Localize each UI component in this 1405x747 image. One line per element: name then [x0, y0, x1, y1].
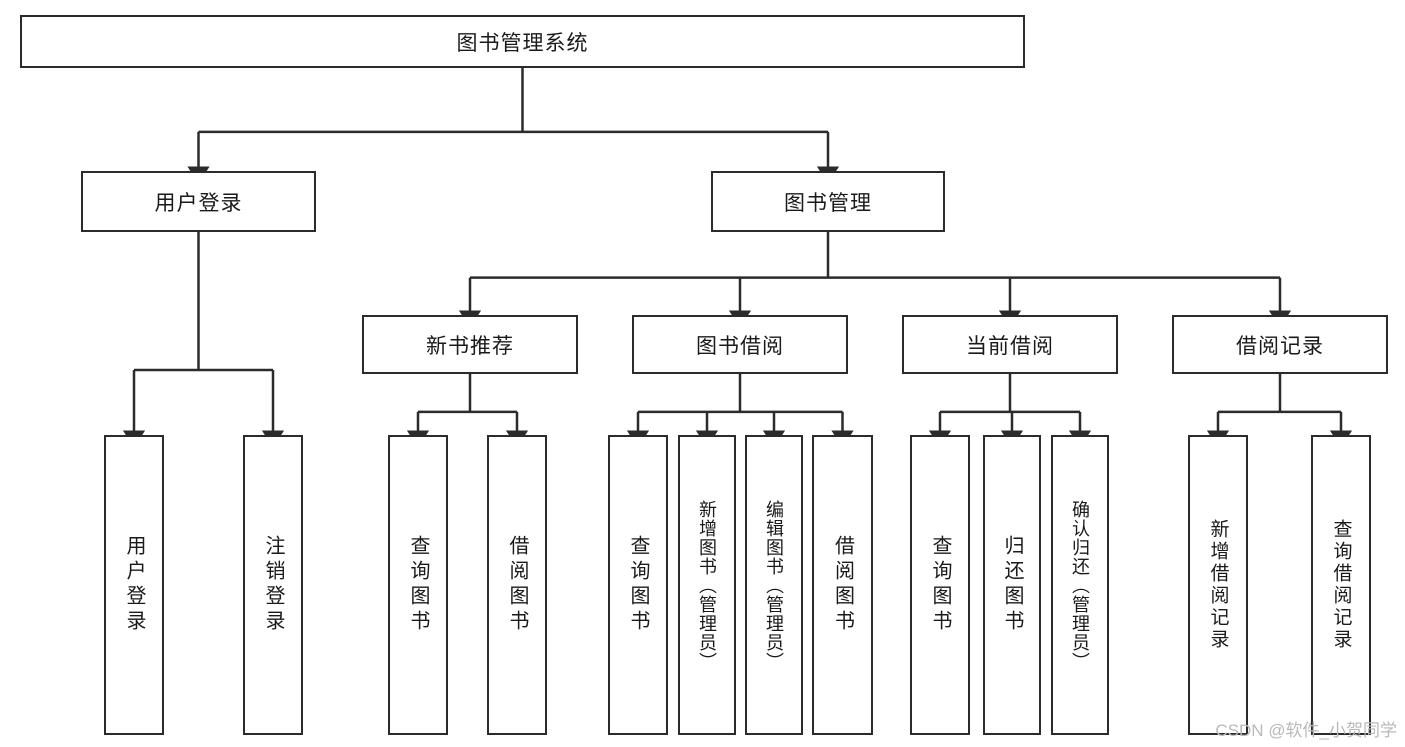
node-new-book-recommend[interactable]: 新书推荐 — [362, 315, 578, 374]
node-book-management[interactable]: 图书管理 — [711, 171, 945, 232]
leaf-query-book-current[interactable]: 查询图书 — [910, 435, 970, 735]
leaf-query-borrow-record[interactable]: 查询借阅记录 — [1311, 435, 1371, 735]
leaf-edit-book-admin[interactable]: 编辑图书（管理员） — [745, 435, 803, 735]
leaf-add-borrow-record[interactable]: 新增借阅记录 — [1188, 435, 1248, 735]
leaf-borrow-book-newbook[interactable]: 借阅图书 — [487, 435, 547, 735]
leaf-confirm-return-admin[interactable]: 确认归还（管理员） — [1051, 435, 1109, 735]
leaf-add-book-admin[interactable]: 新增图书（管理员） — [678, 435, 736, 735]
leaf-query-book-borrow[interactable]: 查询图书 — [608, 435, 668, 735]
node-user-login[interactable]: 用户登录 — [81, 171, 316, 232]
csdn-watermark: CSDN @软件_小贺同学 — [1215, 721, 1397, 740]
leaf-logout[interactable]: 注销登录 — [243, 435, 303, 735]
node-borrow-record[interactable]: 借阅记录 — [1172, 315, 1388, 374]
leaf-user-login[interactable]: 用户登录 — [104, 435, 164, 735]
leaf-return-book[interactable]: 归还图书 — [983, 435, 1041, 735]
leaf-query-book-newbook[interactable]: 查询图书 — [388, 435, 448, 735]
node-current-borrow[interactable]: 当前借阅 — [902, 315, 1118, 374]
leaf-borrow-book[interactable]: 借阅图书 — [812, 435, 873, 735]
node-book-borrow[interactable]: 图书借阅 — [632, 315, 848, 374]
node-root[interactable]: 图书管理系统 — [20, 15, 1025, 68]
